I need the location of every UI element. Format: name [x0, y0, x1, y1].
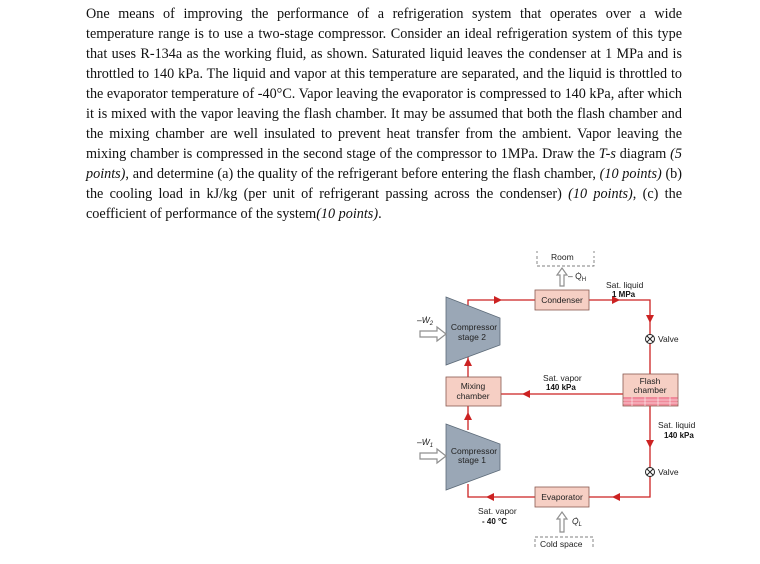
valve-1-icon — [645, 334, 655, 344]
sat-liquid-1mpa-pressure: 1 MPa — [612, 290, 636, 299]
work-2-arrow — [419, 325, 447, 343]
compressor-2-label-2: stage 2 — [458, 332, 486, 342]
problem-text-2: diagram — [615, 146, 671, 162]
problem-text-5: , (c) the coefficient of performance of … — [86, 186, 682, 222]
arrowhead — [522, 390, 530, 398]
cold-space-label: Cold space — [540, 539, 583, 549]
flash-chamber — [622, 373, 679, 407]
room-boundary — [536, 251, 595, 267]
flash-chamber-label-1: Flash — [640, 376, 661, 386]
arrowhead — [646, 440, 654, 448]
mixing-chamber-label-1: Mixing — [461, 381, 486, 391]
cold-space-boundary — [534, 536, 594, 547]
flash-chamber-label-2: chamber — [633, 385, 666, 395]
compressor-stage-2 — [445, 296, 501, 366]
arrowhead — [612, 296, 620, 304]
problem-statement: One means of improving the performance o… — [86, 4, 682, 224]
room-label: Room — [551, 252, 574, 262]
sat-vapor-140-label: Sat. vapor — [543, 373, 582, 383]
sat-liquid-140-pressure: 140 kPa — [664, 431, 694, 440]
heat-in-arrow — [555, 510, 569, 533]
compressor-1-label-1: Compressor — [451, 446, 497, 456]
arrowhead — [612, 493, 620, 501]
arrowhead — [464, 358, 472, 366]
compressor-stage-1 — [445, 423, 501, 491]
w1-label: –Ẇ1 — [416, 437, 433, 449]
arrowhead — [646, 315, 654, 323]
sat-vapor-140-pressure: 140 kPa — [546, 383, 576, 392]
problem-text-1: One means of improving the performance o… — [86, 6, 682, 162]
condenser-label: Condenser — [541, 295, 583, 305]
work-1-arrow — [419, 447, 447, 465]
qh-label: – Q̇H — [568, 271, 586, 283]
w2-label: –Ẇ2 — [416, 315, 434, 327]
valve-2-label: Valve — [658, 467, 679, 477]
compressor-1-label-2: stage 1 — [458, 455, 486, 465]
sat-vapor-40-label: Sat. vapor — [478, 506, 517, 516]
valve-1-label: Valve — [658, 334, 679, 344]
arrowhead — [464, 412, 472, 420]
evaporator-label: Evaporator — [541, 492, 583, 502]
evaporator-box — [534, 486, 590, 508]
problem-text-4: (b) the cooling load in kJ/kg (per unit … — [86, 166, 682, 202]
sat-liquid-140-label: Sat. liquid — [658, 420, 696, 430]
mixing-chamber-box — [445, 376, 502, 407]
heat-out-arrow — [555, 266, 569, 287]
sat-liquid-1mpa-label: Sat. liquid — [606, 280, 644, 290]
points-ts: (5 points) — [86, 146, 682, 182]
condenser-box — [534, 289, 590, 311]
mixing-chamber-label-2: chamber — [456, 391, 489, 401]
ql-label: Q̇L — [572, 516, 582, 528]
arrowhead — [494, 296, 502, 304]
points-b: (10 points) — [568, 186, 633, 202]
problem-text-3: , and determine (a) the quality of the r… — [125, 166, 600, 182]
arrowhead — [486, 493, 494, 501]
ts-term: T-s — [598, 146, 616, 162]
valve-2-icon — [645, 467, 655, 477]
sat-vapor-40-temp: - 40 °C — [482, 517, 507, 526]
compressor-2-label-1: Compressor — [451, 322, 497, 332]
points-c: (10 points) — [316, 206, 379, 222]
problem-text-6: . — [378, 206, 382, 222]
points-a: (10 points) — [599, 166, 662, 182]
